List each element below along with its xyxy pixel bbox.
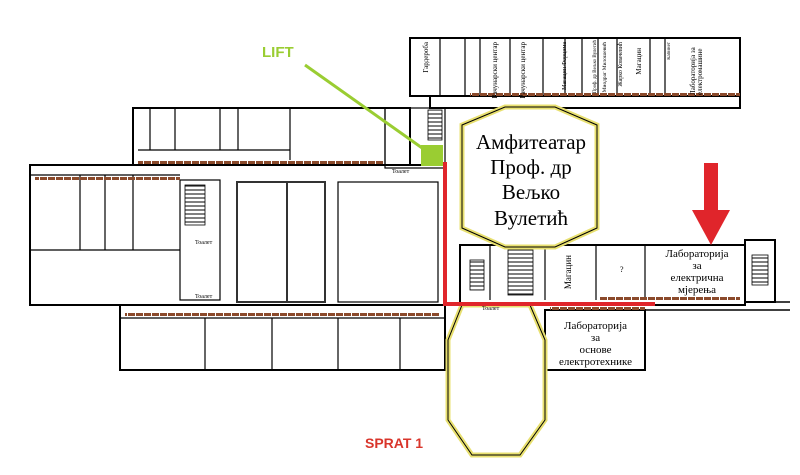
lab-electrical-measurements[interactable]: Лабораторија за електрична мјерења bbox=[652, 248, 742, 296]
room-label: Проф. др Вељко Вулетић bbox=[593, 40, 598, 94]
lift-pointer-line bbox=[304, 63, 433, 157]
room-label: Рачунарски центар bbox=[491, 42, 499, 99]
room-label: Жарко Ковачевић bbox=[618, 42, 624, 87]
amphitheater-line: Проф. др bbox=[490, 155, 572, 180]
lab-line: Лабораторија bbox=[665, 248, 729, 260]
toilet-label: Тоалет bbox=[195, 240, 213, 246]
lower-octagon bbox=[445, 302, 548, 458]
route-path bbox=[443, 162, 655, 306]
amphitheater-line: Вулетић bbox=[493, 205, 569, 230]
room-label: Кабинет bbox=[667, 42, 672, 60]
lift-marker bbox=[421, 145, 443, 166]
floor-title: SPRAT 1 bbox=[365, 435, 424, 451]
lab-electrotechnics-basics[interactable]: Лабораторија за основе електротехнике bbox=[548, 320, 643, 368]
room-label: Магацин bbox=[635, 48, 643, 75]
desk-rows bbox=[35, 93, 740, 316]
destination-arrow bbox=[692, 163, 730, 245]
toilet-label: Тоалет bbox=[392, 169, 410, 175]
amphitheater-line: Вељко bbox=[501, 180, 561, 205]
toilet-label: Тоалет bbox=[482, 306, 500, 312]
lab-line: основе bbox=[579, 344, 612, 357]
storage-room-label: Магацин bbox=[563, 255, 573, 290]
lab-line: мјерења bbox=[677, 284, 717, 297]
lab-line: електрична bbox=[670, 272, 724, 285]
room-label: Гардероба bbox=[422, 42, 430, 73]
lab-line: Лабораторија bbox=[563, 320, 628, 332]
lab-line: за bbox=[692, 260, 702, 273]
unknown-room-label: ? bbox=[620, 265, 624, 274]
bottom-wing bbox=[119, 304, 446, 371]
toilet-label: Тоалет bbox=[195, 294, 213, 300]
lab-line: за bbox=[590, 332, 601, 345]
lab-line: електротехнике bbox=[558, 356, 633, 369]
room-label: Магацин Форцима bbox=[562, 42, 568, 90]
amphitheater-label: Амфитеатар Проф. др Вељко Вулетић bbox=[472, 130, 590, 231]
amphitheater-line: Амфитеатар bbox=[475, 130, 587, 154]
lift-label: LIFT bbox=[262, 44, 294, 61]
room-label: Лабораторија за електромашине bbox=[689, 47, 704, 95]
room-label: Миодраг Милошевић bbox=[602, 42, 608, 93]
room-label: Рачунарски центар bbox=[519, 42, 527, 99]
